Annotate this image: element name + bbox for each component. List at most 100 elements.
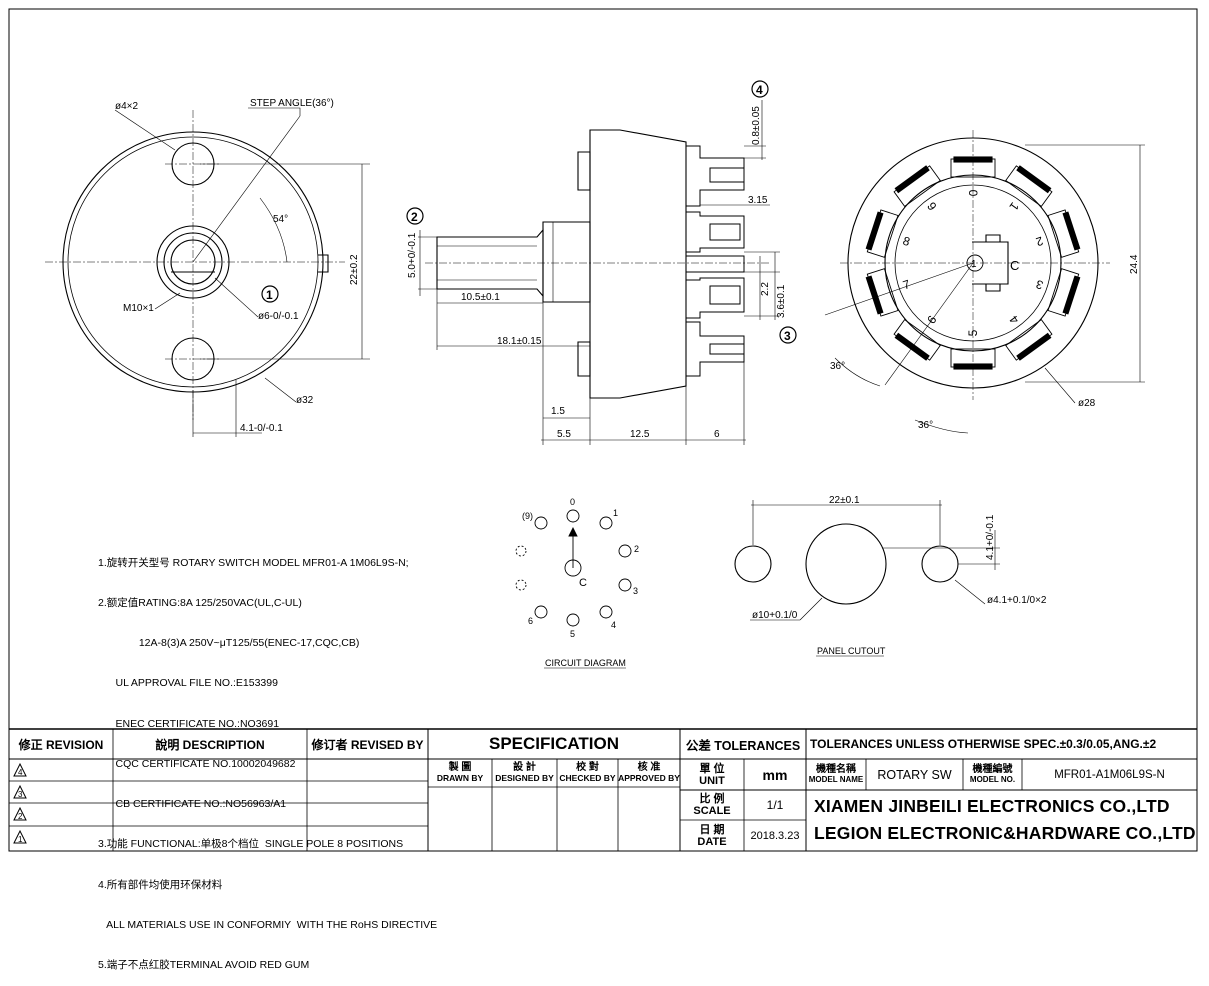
revision-row-2: 2 [13, 806, 27, 821]
panel-dim-22-label: 22±0.1 [829, 495, 860, 506]
titleblock-grid [9, 728, 1197, 851]
checked-by-label: CHECKED BY [559, 773, 616, 783]
dim-5-5-label: 5.5 [557, 429, 571, 440]
dim-0-8-label: 0.8±0.05 [751, 106, 762, 145]
model-name-label-cell: 機種名稱 MODEL NAME [806, 759, 866, 790]
panel-dia-4-1-label: ø4.1+0.1/0×2 [987, 595, 1047, 606]
sheet-border [8, 8, 1198, 852]
unit-value: mm [762, 766, 788, 783]
drawing-sheet: ø4×2 STEP ANGLE(36°) 54° M10×1 ø6-0/-0.1… [8, 8, 1198, 852]
revision-row-1: 1 [13, 829, 27, 844]
model-name-label: MODEL NAME [808, 774, 864, 784]
circuit-pos-3: 3 [633, 586, 638, 596]
note-line-4: UL APPROVAL FILE NO.:E153399 [98, 677, 278, 690]
side-view [406, 80, 797, 445]
rear-terminal-label: 9 [924, 200, 939, 214]
rear-terminal-label: 4 [1006, 313, 1021, 327]
rear-terminal-label: 6 [924, 313, 939, 327]
drawn-by-label: DRAWN BY [436, 773, 484, 783]
date-value: 2018.3.23 [750, 829, 800, 842]
angle-54-label: 54° [273, 214, 288, 225]
rear-terminals [865, 156, 1081, 370]
checked-by-cell: 校 對 CHECKED BY [557, 759, 618, 787]
model-no-label-cell: 機種編號 MODEL NO. [963, 759, 1022, 790]
rear-terminal [893, 165, 941, 207]
panel-dim-4-1-label: 4.1+0/-0.1 [985, 514, 996, 560]
note-line-3: 12A-8(3)A 250V~μT125/55(ENEC-17,CQC,CB) [98, 637, 360, 650]
dim-2-2-label: 2.2 [760, 282, 771, 296]
note-line-8: 3.功能 FUNCTIONAL:单极8个档位 SINGLE POLE 8 POS… [98, 838, 404, 851]
spec-title: SPECIFICATION [488, 734, 620, 753]
unit-label-cell: 單 位 UNIT [680, 759, 744, 790]
dim-24-4-label: 24.4 [1129, 254, 1140, 274]
panel-labels: 22±0.1 4.1+0/-0.1 ø10+0.1/0 ø4.1+0.1/0×2… [752, 495, 1047, 656]
dia-28-label: ø28 [1078, 398, 1096, 409]
revision-triangle-icon: 4 [13, 762, 27, 777]
side-shaft-dia-label: 5.0+0/-0.1 [407, 232, 418, 278]
circuit-pos-9: (9) [522, 511, 533, 521]
circuit-pos-5: 5 [570, 629, 575, 639]
note-line-7: CB CERTIFICATE NO.:NO56963/A1 [98, 798, 287, 811]
designed-by-label: DESIGNED BY [495, 773, 554, 783]
dim-10-5-label: 10.5±0.1 [461, 292, 500, 303]
unit-cn: 單 位 [699, 762, 725, 775]
center-1-label: 1 [971, 259, 977, 270]
rear-terminal [1005, 165, 1053, 207]
step-angle-label: STEP ANGLE(36°) [250, 98, 334, 109]
note-line-9: 4.所有部件均使用环保材料 [98, 878, 223, 891]
revision-header: 修正 REVISION [18, 737, 104, 752]
panel-caption: PANEL CUTOUT [817, 646, 886, 656]
approved-by-label: APPROVED BY [618, 773, 680, 783]
designed-by-cn: 設 計 [513, 762, 536, 773]
revision-triangle-icon: 3 [13, 784, 27, 799]
rear-terminal-label: 0 [966, 190, 980, 197]
circuit-labels: 0 1 2 3 4 5 6 (9) C CIRCUIT DIAGRAM [522, 497, 639, 668]
rear-terminal [865, 268, 899, 317]
rear-terminal [893, 319, 941, 361]
model-no-value: MFR01-A1M06L9S-N [1054, 768, 1165, 781]
svg-text:1: 1 [18, 835, 23, 844]
dim-3-15-label: 3.15 [748, 195, 768, 206]
tolerances-label: 公差 TOLERANCES [685, 738, 801, 753]
angle-36-a-label: 36° [830, 361, 845, 372]
callout-3: 3 [784, 329, 791, 343]
scale-label: SCALE [693, 805, 731, 817]
rear-terminal [1047, 268, 1081, 317]
note-line-6: CQC CERTIFICATE NO.10002049682 [98, 757, 296, 770]
revision-triangle-icon: 1 [13, 829, 27, 844]
rear-view [824, 130, 1145, 434]
svg-text:4: 4 [18, 768, 23, 777]
dim-12-5-label: 12.5 [630, 429, 650, 440]
scale-cn: 比 例 [699, 793, 725, 805]
rear-terminal-label: 3 [1034, 277, 1045, 292]
circuit-pos-4: 4 [611, 620, 616, 630]
outer-dia-label: ø32 [296, 395, 314, 406]
note-line-11: 5.端子不点红胶TERMINAL AVOID RED GUM [98, 959, 310, 971]
dim-1-5-label: 1.5 [551, 406, 565, 417]
scale-label-cell: 比 例 SCALE [680, 790, 744, 820]
hole-dim-label: ø4×2 [115, 101, 139, 112]
panel-dia-10-label: ø10+0.1/0 [752, 610, 798, 621]
callout-4: 4 [756, 83, 763, 97]
scale-value: 1/1 [766, 798, 784, 812]
panel-cutout [734, 500, 1000, 657]
circuit-caption: CIRCUIT DIAGRAM [545, 658, 626, 668]
date-label-cell: 日 期 DATE [680, 820, 744, 851]
company-name-2: LEGION ELECTRONIC&HARDWARE CO.,LTD [814, 822, 1196, 843]
rear-terminal-label: 2 [1034, 234, 1045, 249]
circuit-pos-1: 1 [613, 508, 618, 518]
revision-row-4: 4 [13, 762, 27, 777]
rear-terminal [865, 209, 899, 258]
revised-by-header: 修订者 REVISED BY [311, 737, 424, 752]
circuit-pos-0: 0 [570, 497, 575, 507]
note-line-2: 2.额定值RATING:8A 125/250VAC(UL,C-UL) [98, 597, 302, 610]
center-c-label: C [1010, 258, 1019, 273]
drawn-by-cn: 製 圖 [448, 762, 472, 773]
rear-terminal-label: 5 [966, 329, 980, 336]
model-name-cn: 機種名稱 [816, 763, 856, 775]
offset-dim-label: 4.1-0/-0.1 [240, 423, 283, 434]
date-label: DATE [697, 835, 727, 848]
model-name-value: ROTARY SW [877, 767, 952, 782]
angle-36-b-label: 36° [918, 420, 933, 431]
shaft-dia-label: ø6-0/-0.1 [258, 311, 299, 322]
